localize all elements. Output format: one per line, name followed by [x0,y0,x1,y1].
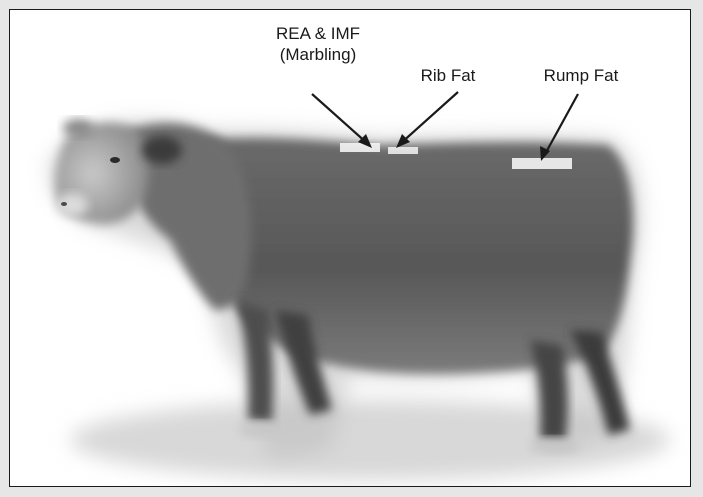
ear-left [63,119,93,137]
muzzle [56,193,88,217]
figure-frame: REA & IMF (Marbling) Rib Fat Rump Fat [9,9,691,487]
rib-patch [388,147,418,154]
rea-patch [340,143,380,152]
ear-right [142,136,182,164]
nostril [61,202,67,206]
eye [110,157,120,163]
hoof-front [238,422,282,438]
label-rib-fat: Rib Fat [408,65,488,86]
label-rea-imf: REA & IMF (Marbling) [258,23,378,65]
label-rea-imf-line1: REA & IMF [258,23,378,44]
label-rea-imf-line2: (Marbling) [258,44,378,65]
hoof-rear [529,438,581,454]
label-rump-fat: Rump Fat [531,65,631,86]
